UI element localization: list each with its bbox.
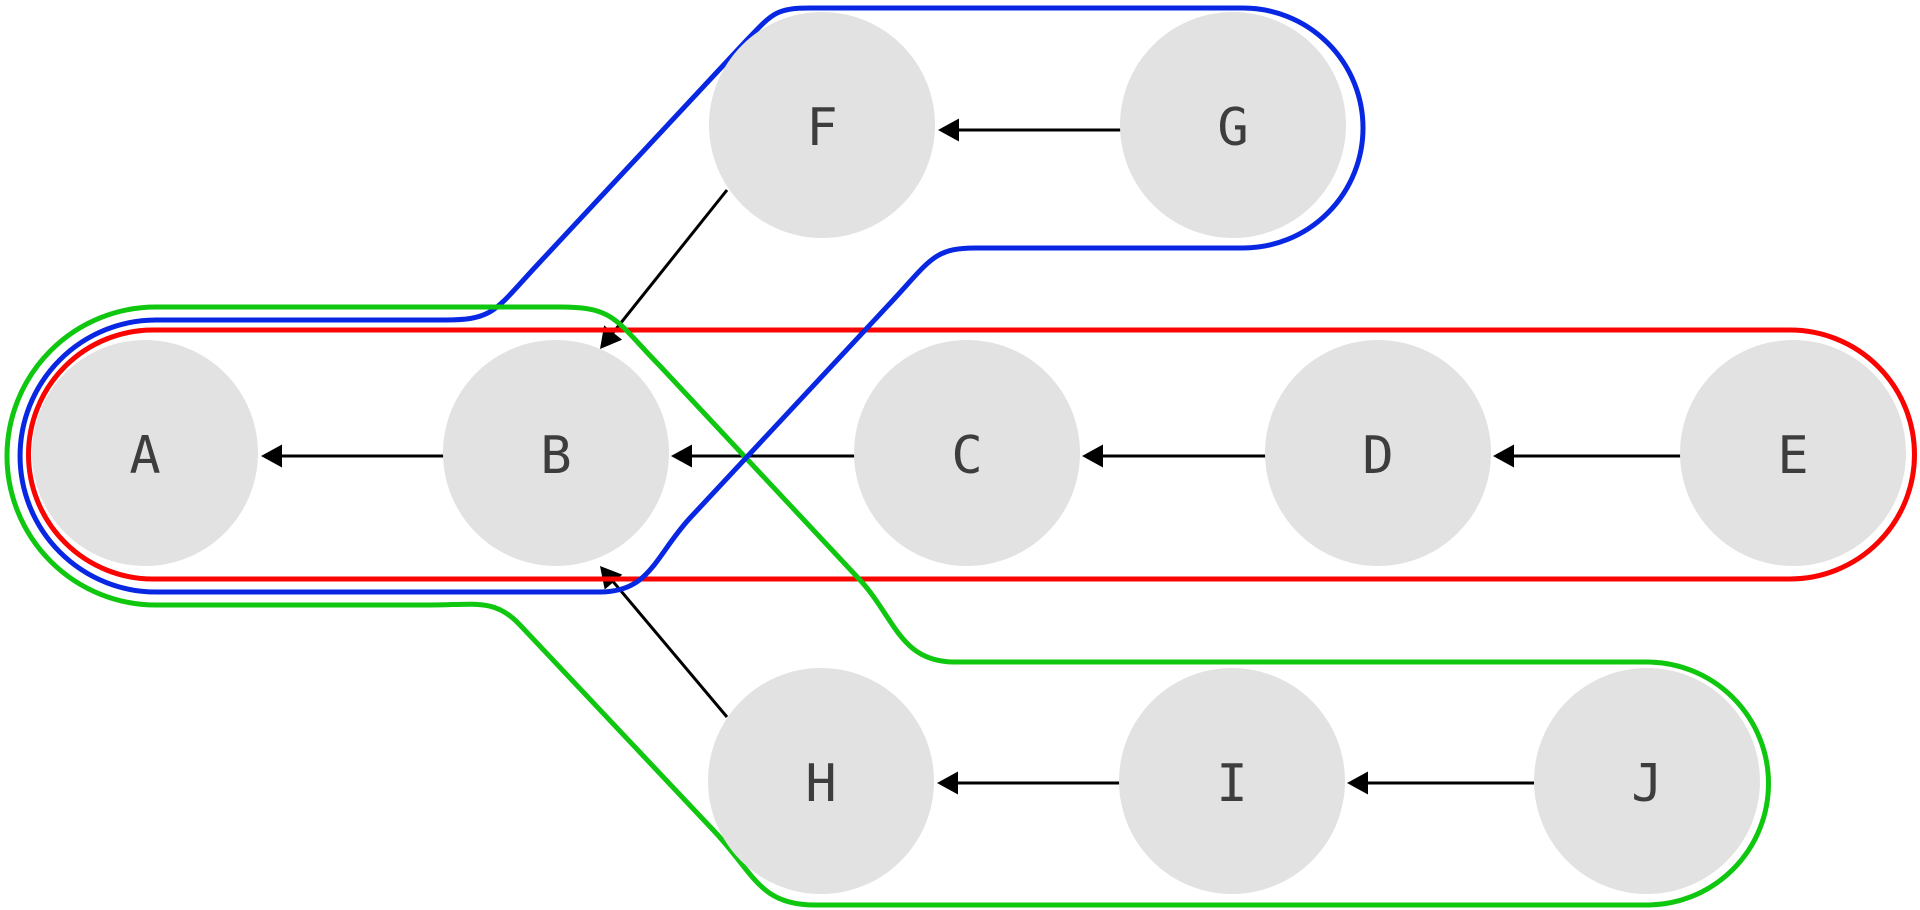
node-label-G: G (1217, 98, 1248, 158)
node-I: I (1119, 668, 1345, 894)
node-C: C (854, 340, 1080, 566)
edge-arrowhead-D-C (1082, 444, 1103, 468)
node-circle-E (1680, 340, 1906, 566)
set-outline-red-set (26, 327, 1917, 582)
edge-arrowhead-C-B (671, 444, 692, 468)
node-label-B: B (540, 426, 571, 486)
node-J: J (1534, 668, 1760, 894)
node-label-E: E (1777, 426, 1808, 486)
edge-line-F-B (610, 189, 729, 336)
edge-D-C (1082, 444, 1266, 468)
edge-arrowhead-I-H (937, 771, 958, 795)
node-A: A (32, 340, 258, 566)
node-label-J: J (1631, 754, 1662, 814)
edge-I-H (937, 771, 1120, 795)
edge-arrowhead-E-D (1493, 444, 1514, 468)
node-B: B (443, 340, 669, 566)
node-D: D (1265, 340, 1491, 566)
node-circle-G (1120, 12, 1346, 238)
node-label-A: A (129, 426, 160, 486)
node-H: H (708, 668, 934, 894)
node-label-I: I (1216, 754, 1247, 814)
node-circle-D (1265, 340, 1491, 566)
node-label-F: F (806, 98, 837, 158)
node-circle-A (32, 340, 258, 566)
edge-B-A (261, 444, 444, 468)
set-outline-blue-set (17, 5, 1366, 595)
edge-line-H-B (611, 579, 729, 718)
node-label-D: D (1362, 426, 1393, 486)
edge-G-F (938, 118, 1121, 142)
edges-layer (261, 118, 1681, 795)
edge-arrowhead-J-I (1347, 771, 1368, 795)
node-circle-H (708, 668, 934, 894)
edge-J-I (1347, 771, 1534, 795)
node-circle-F (709, 12, 935, 238)
edge-arrowhead-B-A (261, 444, 282, 468)
set-outlines-layer (4, 5, 1917, 908)
node-label-H: H (805, 754, 836, 814)
node-circle-J (1534, 668, 1760, 894)
node-F: F (709, 12, 935, 238)
node-E: E (1680, 340, 1906, 566)
edge-E-D (1493, 444, 1681, 468)
nodes-layer: A B C D E F G H I J (32, 12, 1906, 894)
node-label-C: C (951, 426, 982, 486)
node-G: G (1120, 12, 1346, 238)
node-circle-B (443, 340, 669, 566)
edge-C-B (671, 444, 855, 468)
node-circle-C (854, 340, 1080, 566)
edge-arrowhead-G-F (938, 118, 959, 142)
node-circle-I (1119, 668, 1345, 894)
set-outline-green-set (4, 304, 1771, 908)
